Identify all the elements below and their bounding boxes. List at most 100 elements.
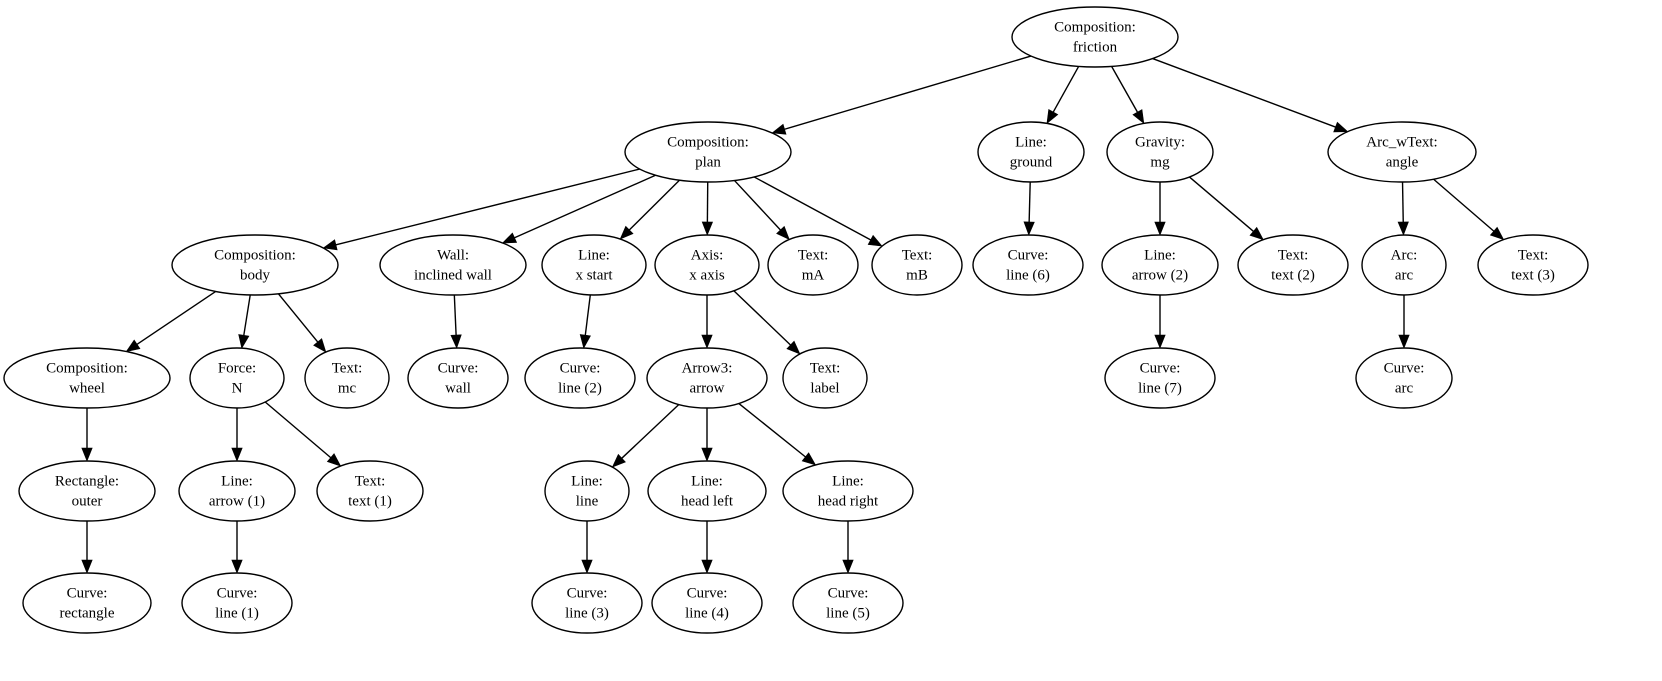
graph-node-textmB[interactable]: Text:mB (871, 234, 963, 296)
node-ellipse-arrow1[interactable] (178, 460, 296, 522)
graph-node-headright[interactable]: Line:head right (782, 460, 914, 522)
arrowhead-icon (1132, 109, 1145, 125)
node-ellipse-line1[interactable] (181, 572, 293, 634)
graph-node-line6[interactable]: Curve:line (6) (972, 234, 1084, 296)
node-ellipse-text1[interactable] (316, 460, 424, 522)
node-ellipse-wheel[interactable] (3, 347, 171, 409)
graph-node-body[interactable]: Composition:body (171, 234, 339, 296)
node-ellipse-line6[interactable] (972, 234, 1084, 296)
node-ellipse-line4[interactable] (651, 572, 763, 634)
node-ellipse-gravity[interactable] (1106, 121, 1214, 183)
node-label-type-line4: Curve: (687, 585, 728, 601)
arrowhead-icon (326, 453, 342, 467)
graph-node-text3[interactable]: Text:text (3) (1477, 234, 1589, 296)
node-ellipse-headright[interactable] (782, 460, 914, 522)
node-ellipse-forceN[interactable] (189, 347, 285, 409)
graph-node-text1[interactable]: Text:text (1) (316, 460, 424, 522)
node-label-type-line1: Curve: (217, 585, 258, 601)
edge-body-to-wheel (136, 290, 217, 345)
graph-node-rectangle[interactable]: Curve:rectangle (22, 572, 152, 634)
arrowhead-icon (1249, 226, 1264, 241)
node-label-name-textlabel: label (810, 380, 839, 396)
node-ellipse-arrow3[interactable] (646, 347, 768, 409)
graph-node-xstart[interactable]: Line:x start (541, 234, 647, 296)
graph-node-arrow2[interactable]: Line:arrow (2) (1101, 234, 1219, 296)
graph-node-arrow3[interactable]: Arrow3:arrow (646, 347, 768, 409)
node-ellipse-line2[interactable] (524, 347, 636, 409)
node-ellipse-rectangle[interactable] (22, 572, 152, 634)
node-ellipse-plan[interactable] (624, 121, 792, 183)
graph-node-angle[interactable]: Arc_wText:angle (1327, 121, 1477, 183)
node-ellipse-inclinedwall[interactable] (379, 234, 527, 296)
node-label-type-textmA: Text: (798, 247, 829, 263)
graph-node-textlabel[interactable]: Text:label (782, 347, 868, 409)
graph-node-headleft[interactable]: Line:head left (647, 460, 767, 522)
graph-node-textmc[interactable]: Text:mc (304, 347, 390, 409)
edge-plan-to-xstart (628, 179, 681, 231)
node-ellipse-friction[interactable] (1011, 6, 1179, 68)
graph-node-line1[interactable]: Curve: line (1) (181, 572, 293, 634)
node-ellipse-curvearc[interactable] (1355, 347, 1453, 409)
node-ellipse-textmA[interactable] (767, 234, 859, 296)
node-label-type-line7: Curve: (1140, 360, 1181, 376)
graph-node-gravity[interactable]: Gravity:mg (1106, 121, 1214, 183)
edge-plan-to-inclinedwall (514, 174, 656, 239)
node-ellipse-textlabel[interactable] (782, 347, 868, 409)
arrowhead-icon (842, 559, 854, 574)
node-ellipse-xaxis[interactable] (654, 234, 760, 296)
edge-arrow3-to-headright (738, 402, 806, 458)
arrowhead-icon (619, 225, 634, 240)
graph-node-wheel[interactable]: Composition:wheel (3, 347, 171, 409)
node-ellipse-line5[interactable] (792, 572, 904, 634)
node-ellipse-arrow2[interactable] (1101, 234, 1219, 296)
node-ellipse-arc[interactable] (1361, 234, 1447, 296)
graph-node-text2[interactable]: Text:text (2) (1237, 234, 1349, 296)
node-label-name-line1: line (1) (215, 605, 259, 621)
graph-node-xaxis[interactable]: Axis:x axis (654, 234, 760, 296)
node-ellipse-body[interactable] (171, 234, 339, 296)
graph-node-line4[interactable]: Curve:line (4) (651, 572, 763, 634)
node-label-name-text1: text (1) (348, 493, 392, 509)
graph-node-friction[interactable]: Composition:friction (1011, 6, 1179, 68)
arrowhead-icon (81, 559, 93, 574)
node-ellipse-xstart[interactable] (541, 234, 647, 296)
graph-node-lineline[interactable]: Line:line (544, 460, 630, 522)
node-label-name-line5: line (5) (826, 605, 870, 621)
node-label-name-textmc: mc (338, 380, 357, 396)
edge-xstart-to-line2 (584, 294, 591, 336)
edge-ground-to-line6 (1028, 181, 1031, 223)
graph-node-outer[interactable]: Rectangle:outer (18, 460, 156, 522)
graph-node-line7[interactable]: Curve:line (7) (1104, 347, 1216, 409)
node-ellipse-line7[interactable] (1104, 347, 1216, 409)
graph-node-arrow1[interactable]: Line:arrow (1) (178, 460, 296, 522)
node-ellipse-angle[interactable] (1327, 121, 1477, 183)
graph-node-inclinedwall[interactable]: Wall:inclined wall (379, 234, 527, 296)
graph-node-arc[interactable]: Arc:arc (1361, 234, 1447, 296)
graph-node-line3[interactable]: Curve:line (3) (531, 572, 643, 634)
graph-node-curvearc[interactable]: Curve:arc (1355, 347, 1453, 409)
node-ellipse-headleft[interactable] (647, 460, 767, 522)
node-ellipse-ground[interactable] (977, 121, 1085, 183)
node-ellipse-text2[interactable] (1237, 234, 1349, 296)
node-ellipse-textmc[interactable] (304, 347, 390, 409)
arrowhead-icon (1154, 334, 1166, 349)
node-ellipse-line3[interactable] (531, 572, 643, 634)
node-label-name-forceN: N (232, 380, 243, 396)
graph-node-forceN[interactable]: Force: N (189, 347, 285, 409)
graph-node-line5[interactable]: Curve:line (5) (792, 572, 904, 634)
graph-node-textmA[interactable]: Text:mA (767, 234, 859, 296)
graph-node-plan[interactable]: Composition:plan (624, 121, 792, 183)
node-ellipse-text3[interactable] (1477, 234, 1589, 296)
graph-node-curvewall[interactable]: Curve:wall (407, 347, 509, 409)
node-label-type-lineline: Line: (571, 473, 603, 489)
node-ellipse-lineline[interactable] (544, 460, 630, 522)
node-ellipse-curvewall[interactable] (407, 347, 509, 409)
graph-node-ground[interactable]: Line:ground (977, 121, 1085, 183)
node-ellipse-textmB[interactable] (871, 234, 963, 296)
graph-node-line2[interactable]: Curve:line (2) (524, 347, 636, 409)
node-label-type-rectangle: Curve: (67, 585, 108, 601)
node-ellipse-outer[interactable] (18, 460, 156, 522)
arrowhead-icon (501, 232, 518, 244)
node-label-type-forceN: Force: (218, 360, 256, 376)
arrowhead-icon (801, 452, 817, 466)
